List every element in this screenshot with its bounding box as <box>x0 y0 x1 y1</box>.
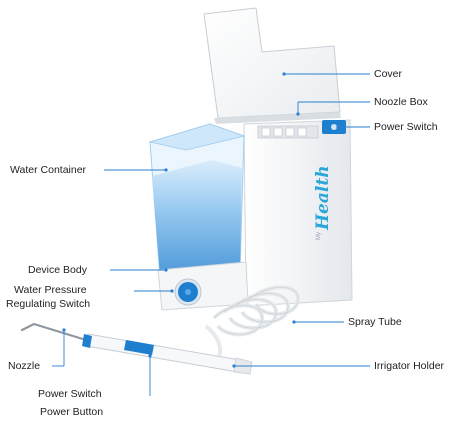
water-container-rim <box>148 123 246 151</box>
label-spray-tube: Spray Tube <box>348 316 402 328</box>
label-device-body: Device Body <box>28 264 87 276</box>
handle-power-button <box>124 340 154 355</box>
leader-lines <box>52 73 370 396</box>
nozzle-box <box>257 125 319 139</box>
label-nozzle-box: Noozle Box <box>374 96 428 108</box>
pressure-knob-center <box>185 289 191 295</box>
leader-dots <box>62 72 340 368</box>
label-power-switch-bottom: Power Switch <box>38 388 102 400</box>
label-cover: Cover <box>374 68 403 80</box>
water-container-water <box>152 160 242 274</box>
label-power-button: Power Button <box>40 406 104 418</box>
label-water-pressure: Water Pressure <box>14 284 87 296</box>
cover-lid <box>203 7 341 119</box>
label-power-switch-top: Power Switch <box>374 121 438 133</box>
brand-mark: My Health <box>313 165 333 240</box>
power-switch-top-dot <box>331 124 337 130</box>
main-housing <box>243 119 353 307</box>
cover-hinge <box>214 112 341 124</box>
nozzle-collar <box>82 334 92 348</box>
label-water-container: Water Container <box>10 164 87 176</box>
label-nozzle: Nozzle <box>8 360 41 372</box>
brand-prefix: My <box>316 232 322 240</box>
label-regulating-switch: Regulating Switch <box>6 298 91 310</box>
label-irrigator-holder: Irrigator Holder <box>374 360 445 372</box>
nozzle-tip <box>20 322 88 342</box>
brand-name: Health <box>313 165 333 231</box>
